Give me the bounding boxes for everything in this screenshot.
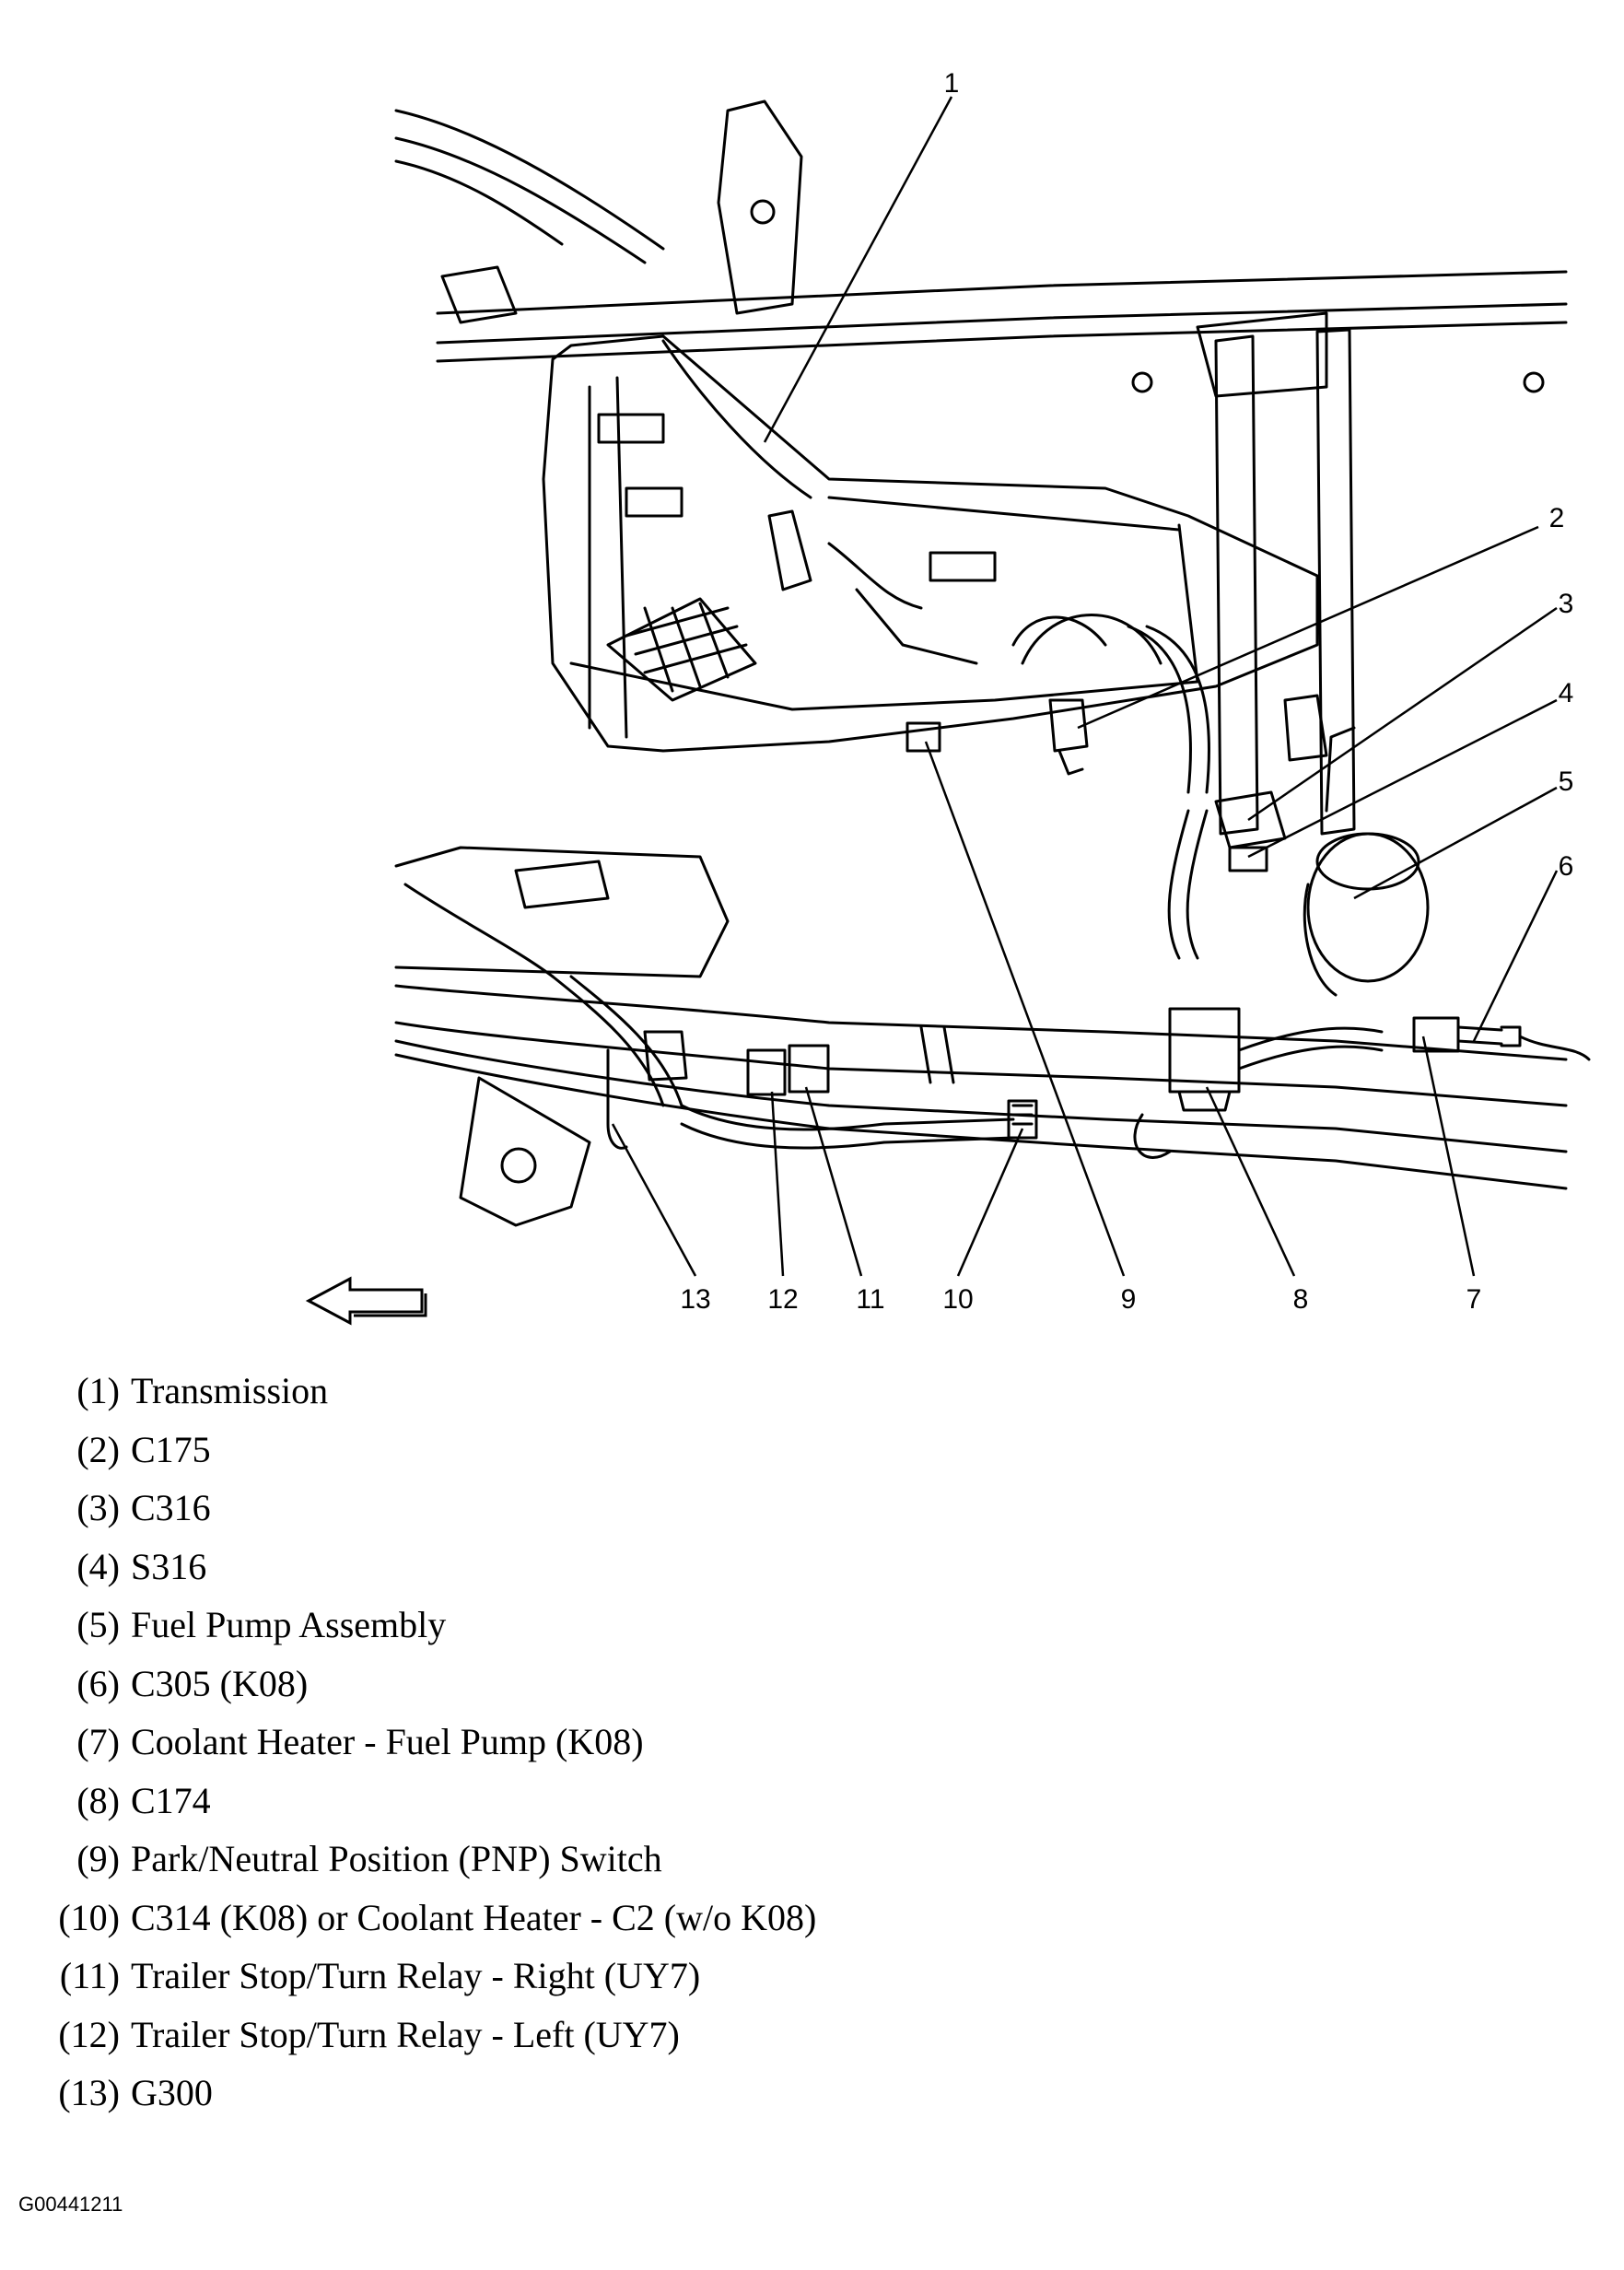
legend-text: Park/Neutral Position (PNP) Switch	[131, 1838, 662, 1879]
legend-number: (7)	[76, 1721, 120, 1762]
legend-text: C305 (K08)	[131, 1662, 309, 1704]
legend-text: C316	[131, 1487, 211, 1528]
legend-number: (4)	[76, 1545, 120, 1587]
legend-number: (11)	[59, 1955, 120, 1996]
legend-item-4: (4) S316	[42, 1538, 1590, 1597]
legend-item-1: (1) Transmission	[42, 1362, 1590, 1421]
legend-number: (2)	[76, 1428, 120, 1470]
legend-number: (10)	[58, 1896, 120, 1938]
callout-4: 4	[1559, 678, 1574, 708]
legend-text: C174	[131, 1779, 211, 1821]
leader-lines	[611, 96, 1559, 1277]
callout-13: 13	[680, 1284, 710, 1315]
legend-item-9: (9) Park/Neutral Position (PNP) Switch	[42, 1830, 1590, 1889]
legend-number: (1)	[76, 1370, 120, 1411]
component-locator-diagram: 1 2 3 4 5 6 7 8 9 10 11 12 13	[305, 68, 1591, 1326]
legend-item-10: (10) C314 (K08) or Coolant Heater - C2 (w…	[42, 1889, 1590, 1948]
legend-item-3: (3) C316	[42, 1479, 1590, 1538]
legend-item-7: (7) Coolant Heater - Fuel Pump (K08)	[42, 1713, 1590, 1772]
lower-frame-rail	[394, 984, 1568, 1227]
callout-5: 5	[1559, 766, 1574, 797]
legend-item-6: (6) C305 (K08)	[42, 1655, 1590, 1714]
callout-12: 12	[767, 1284, 798, 1315]
legend-text: S316	[131, 1545, 207, 1587]
legend-text: Fuel Pump Assembly	[131, 1604, 447, 1645]
callout-8: 8	[1293, 1284, 1309, 1315]
legend-item-11: (11) Trailer Stop/Turn Relay - Right (UY7…	[42, 1947, 1590, 2006]
legend-text: Trailer Stop/Turn Relay - Right (UY7)	[131, 1955, 701, 1996]
vehicle-drawing	[394, 99, 1591, 1227]
left-arrow-icon	[305, 1276, 427, 1326]
callout-11: 11	[856, 1284, 884, 1315]
legend-item-5: (5) Fuel Pump Assembly	[42, 1596, 1590, 1655]
callout-6: 6	[1559, 851, 1574, 882]
right-harness	[1127, 625, 1430, 997]
callout-1: 1	[944, 68, 960, 99]
figure-id: G00441211	[18, 2193, 123, 2216]
callout-7: 7	[1466, 1284, 1482, 1315]
legend-number: (12)	[58, 2013, 120, 2055]
legend-list: (1)Transmission (2)C175 (3)C316 (4)S316 …	[42, 1362, 1590, 2123]
legend-number: (9)	[76, 1838, 120, 1879]
legend-text: Trailer Stop/Turn Relay - Left (UY7)	[131, 2013, 680, 2055]
legend-text: Transmission	[131, 1370, 329, 1411]
transmission-drawing	[542, 334, 1319, 776]
legend-number: (13)	[58, 2072, 120, 2113]
legend-text: Coolant Heater - Fuel Pump (K08)	[131, 1721, 644, 1762]
legend-item-12: (12) Trailer Stop/Turn Relay - Left (UY7)	[42, 2006, 1590, 2065]
upper-frame-rail	[394, 99, 1568, 836]
legend-item-8: (8) C174	[42, 1772, 1590, 1831]
legend-text: C314 (K08) or Coolant Heater - C2 (w/o K…	[131, 1896, 817, 1938]
legend-item-2: (2) C175	[42, 1421, 1590, 1480]
legend-item-13: (13) G300	[42, 2064, 1590, 2123]
legend-number: (6)	[76, 1662, 120, 1704]
legend-number: (8)	[76, 1779, 120, 1821]
legend-number: (3)	[76, 1487, 120, 1528]
legend-text: C175	[131, 1428, 211, 1470]
callout-numbers: 1 2 3 4 5 6 7 8 9 10 11 12 13	[680, 68, 1573, 1315]
callout-9: 9	[1121, 1284, 1137, 1315]
callout-10: 10	[942, 1284, 973, 1315]
callout-2: 2	[1549, 503, 1565, 533]
lower-left-harness	[394, 846, 1591, 1159]
callout-3: 3	[1559, 589, 1574, 619]
legend-number: (5)	[76, 1604, 120, 1645]
legend-text: G300	[131, 2072, 213, 2113]
